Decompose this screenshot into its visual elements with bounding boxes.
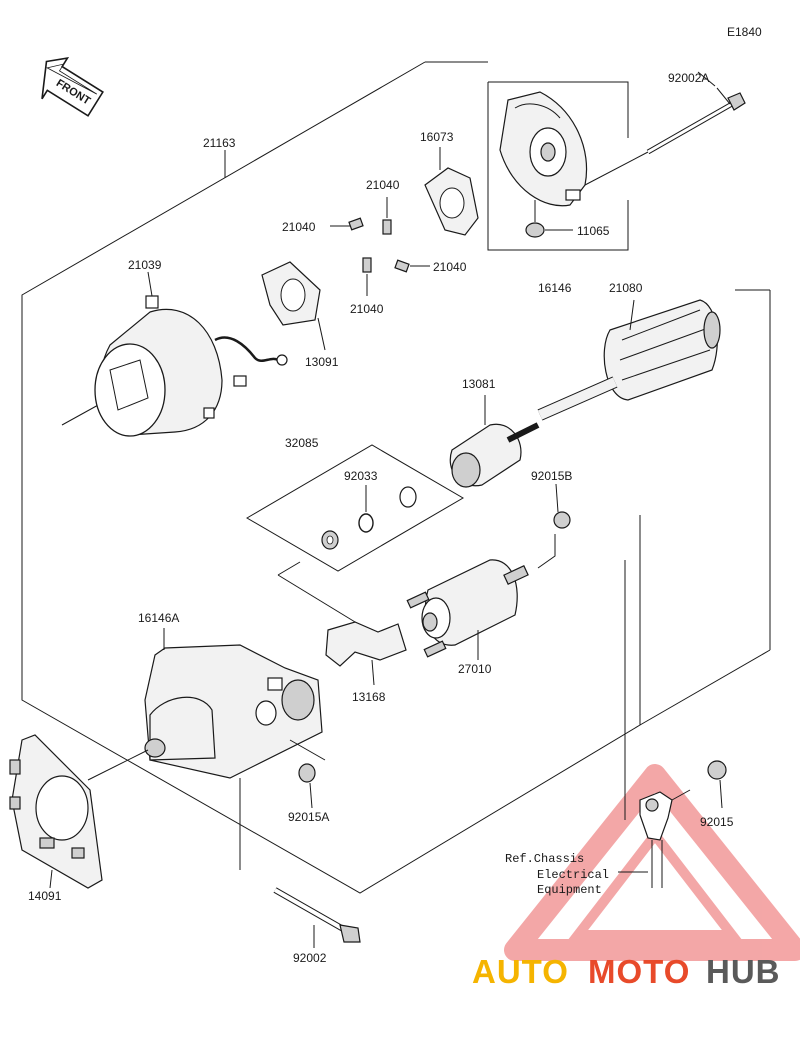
- part-springs-21040: [330, 197, 430, 296]
- label-16146: 16146: [538, 281, 572, 295]
- subassembly-box-16146: [487, 81, 629, 251]
- reference-note: Ref.Chassis Electrical Equipment: [505, 852, 648, 897]
- label-32085: 32085: [285, 436, 319, 450]
- watermark-logo: AUTO MOTO HUB: [472, 953, 781, 990]
- label-92002: 92002: [293, 951, 327, 965]
- part-nut-11065: [525, 200, 573, 238]
- label-92015: 92015: [700, 815, 734, 829]
- part-rear-cover: [499, 91, 649, 207]
- label-21040-top: 21040: [366, 178, 400, 192]
- label-14091: 14091: [28, 889, 62, 903]
- part-brush-plate-16073: [424, 147, 479, 236]
- part-long-bolt-92002a: [646, 87, 746, 155]
- label-21039: 21039: [128, 258, 162, 272]
- part-armature-21080: [537, 299, 721, 421]
- label-13091: 13091: [305, 355, 339, 369]
- label-21080: 21080: [609, 281, 643, 295]
- label-21040-bottom: 21040: [350, 302, 384, 316]
- watermark-moto: MOTO: [588, 953, 690, 990]
- watermark-triangle: [504, 764, 800, 961]
- label-92015a: 92015A: [288, 810, 329, 824]
- diagram-code: E1840: [727, 25, 762, 39]
- part-drive-housing-16146a: [144, 628, 326, 779]
- part-yoke-21039: [94, 271, 288, 437]
- reference-line-3: Equipment: [537, 883, 602, 897]
- label-16073: 16073: [420, 130, 454, 144]
- reference-line-2: Electrical: [537, 868, 609, 882]
- part-nut-92015a: [298, 763, 316, 809]
- part-labels: 21163 16073 92002A 21040 21040 21040 210…: [28, 71, 734, 965]
- label-27010: 27010: [458, 662, 492, 676]
- label-21040-left: 21040: [282, 220, 316, 234]
- watermark-auto: AUTO: [472, 953, 569, 990]
- watermark-hub: HUB: [706, 953, 781, 990]
- part-bolt-92002: [239, 778, 361, 948]
- part-nut-92015b: [537, 483, 571, 569]
- label-21163: 21163: [203, 136, 236, 150]
- part-solenoid-27010: [406, 559, 529, 660]
- part-shift-lever-13168: [325, 621, 407, 686]
- label-13081: 13081: [462, 377, 496, 391]
- front-arrow-icon: FRONT: [41, 57, 104, 117]
- label-92015b: 92015B: [531, 469, 572, 483]
- label-16146a: 16146A: [138, 611, 179, 625]
- part-pinion-13081: [449, 395, 540, 488]
- kit-box-32085: [246, 444, 464, 626]
- label-21040-right: 21040: [433, 260, 467, 274]
- part-brush-holder-13091: [261, 261, 326, 351]
- label-11065: 11065: [577, 224, 610, 238]
- part-cover-14091: [9, 734, 149, 889]
- label-92002a: 92002A: [668, 71, 709, 85]
- leader-92002a: [697, 71, 716, 87]
- reference-line-1: Ref.Chassis: [505, 852, 584, 866]
- label-92033: 92033: [344, 469, 378, 483]
- assembly-outline: [21, 61, 771, 894]
- label-13168: 13168: [352, 690, 386, 704]
- part-nut-92015: [624, 560, 727, 888]
- part-kit-items: [321, 485, 417, 550]
